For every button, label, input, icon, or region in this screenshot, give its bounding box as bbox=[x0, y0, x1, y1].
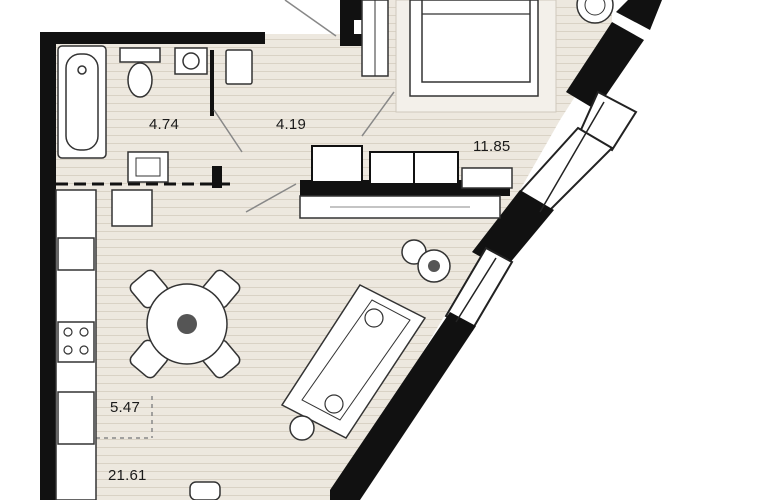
potted-plant bbox=[401, 239, 451, 283]
toilet bbox=[119, 47, 161, 98]
area-label-bathroom: 4.74 bbox=[149, 116, 179, 133]
side-table bbox=[289, 415, 315, 441]
bed bbox=[409, 0, 539, 97]
washing-machine bbox=[174, 47, 208, 75]
floor-area bbox=[56, 0, 612, 500]
diagonal-outer-wall bbox=[330, 0, 662, 500]
area-label-kitchen: 5.47 bbox=[110, 399, 140, 416]
wall-left-lower bbox=[40, 177, 56, 500]
hall-cabinet bbox=[225, 49, 253, 85]
bathtub bbox=[57, 45, 107, 159]
wall-bedroom-post bbox=[354, 0, 362, 20]
wall-bedroom-left-cap bbox=[340, 34, 368, 46]
wall-top-bath bbox=[40, 32, 265, 44]
wall-left-upper bbox=[40, 32, 56, 177]
area-label-bedroom: 11.85 bbox=[473, 138, 511, 155]
wardrobe-units bbox=[299, 145, 513, 219]
kitchen-counter bbox=[55, 189, 153, 500]
desk-chair bbox=[189, 481, 221, 500]
bathroom-sink bbox=[127, 151, 169, 183]
dining-set bbox=[129, 269, 241, 379]
sofa bbox=[280, 284, 427, 439]
bedroom-armchair bbox=[576, 0, 614, 24]
door-swings bbox=[213, 0, 395, 213]
bathroom-partition bbox=[56, 50, 232, 188]
area-label-living: 21.61 bbox=[108, 467, 147, 484]
area-label-hallway: 4.19 bbox=[276, 116, 306, 133]
